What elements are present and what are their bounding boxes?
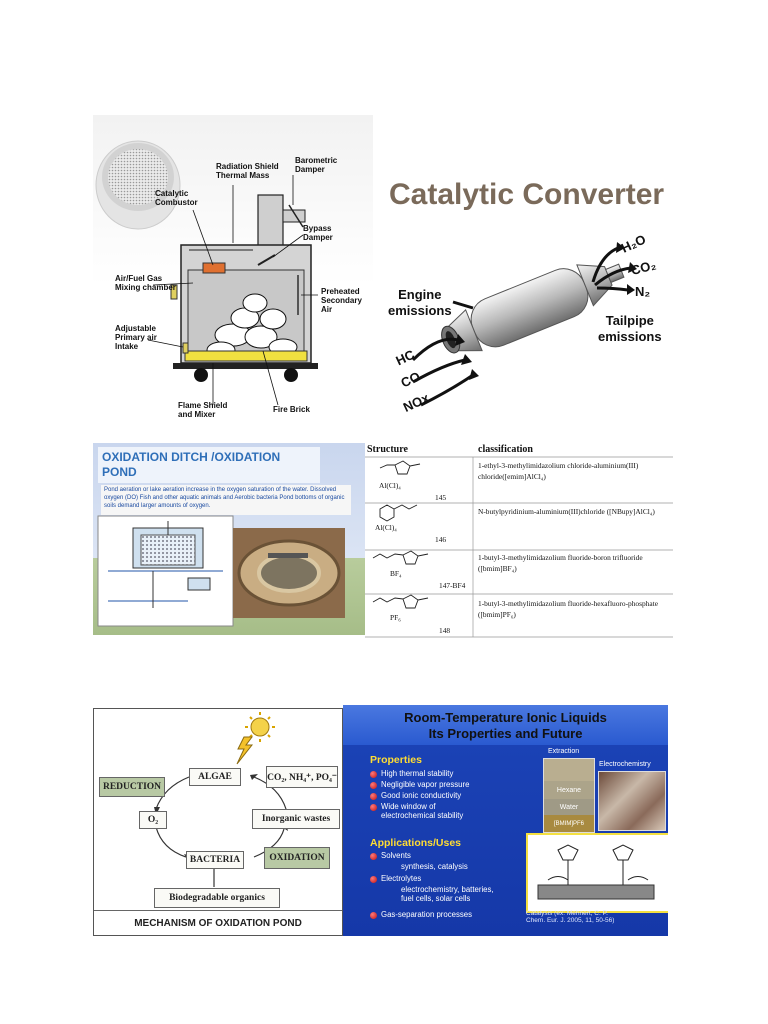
label-barometric-damper: Barometric Damper [295, 156, 338, 174]
classification-147: 1-butyl-3-methylimidazolium fluoride-bor… [478, 553, 643, 574]
extraction-vial: Hexane Water [BMIM]PF6 [543, 758, 595, 833]
biodegradable-box: Biodegradable organics [154, 888, 280, 908]
application-sub: electrochemistry, batteries, fuel cells,… [401, 885, 494, 903]
wood-stove-diagram: Catalytic Combustor Radiation Shield The… [93, 115, 373, 425]
application-item: Solvents [381, 851, 411, 860]
reduction-box: REDUCTION [99, 777, 165, 797]
classification-146: N-butylpyridinium-aluminium(III)chloride… [478, 507, 655, 516]
bullet-icon [370, 782, 377, 789]
label-preheated-air: Preheated Secondary Air [321, 287, 362, 314]
water-layer: Water [544, 799, 594, 815]
converter-drawing [411, 242, 637, 407]
label-adjustable-intake: Adjustable Primary air Intake [115, 324, 157, 351]
table-header-classification: classification [478, 444, 533, 455]
label-radiation-shield: Radiation Shield Thermal Mass [216, 162, 279, 180]
electrochemistry-photo [598, 771, 666, 831]
compound-148: 148 [439, 626, 451, 635]
anion-145: Al(Cl)₄ [379, 481, 401, 490]
catalysis-caption: Catalysis (ex: Mehnert, C. P. Chem. Eur.… [526, 910, 615, 925]
label-air-fuel: Air/Fuel Gas Mixing chamber [115, 274, 176, 292]
label-fire-brick: Fire Brick [273, 405, 310, 414]
classification-145: 1-ethyl-3-methylimidazolium chloride-alu… [478, 461, 639, 482]
compound-146: 146 [435, 535, 447, 544]
engine-emissions-label: Engine emissions [388, 287, 452, 319]
sun-icon [236, 712, 275, 765]
slide-title-band [343, 705, 668, 745]
catalysis-drawing [537, 844, 655, 900]
tailpipe-emissions-label: Tailpipe emissions [598, 313, 662, 345]
compound-145: 145 [435, 493, 447, 502]
bacteria-box: BACTERIA [186, 851, 244, 869]
classification-148: 1-butyl-3-methylimidazolium fluoride-hex… [478, 599, 658, 620]
mechanism-caption: MECHANISM OF OXIDATION POND [94, 910, 342, 935]
application-item: Electrolytes [381, 874, 422, 883]
property-item: Good ionic conductivity [381, 791, 462, 800]
hexane-layer: Hexane [544, 781, 594, 799]
properties-heading: Properties [370, 754, 422, 766]
catalytic-converter-panel: Catalytic Converter [373, 160, 673, 425]
oxidation-ditch-text: Pond aeration or lake aeration increase … [101, 485, 351, 515]
inorganic-wastes-box: Inorganic wastes [252, 809, 340, 829]
property-item: Negligible vapor pressure [381, 780, 470, 789]
oxidation-ditch-panel: OXIDATION DITCH /OXIDATION POND Pond aer… [93, 443, 365, 635]
table-header-structure: Structure [367, 444, 408, 455]
algae-box: ALGAE [189, 768, 241, 786]
compound-147: 147-BF4 [439, 581, 466, 590]
bullet-icon [370, 876, 377, 883]
trickling-filter-diagram [97, 515, 345, 627]
bullet-icon [370, 853, 377, 860]
extraction-label: Extraction [548, 748, 580, 755]
label-bypass-damper: Bypass Damper [303, 224, 333, 242]
label-flame-shield: Flame Shield and Mixer [178, 401, 228, 419]
bmim-layer: [BMIM]PF6 [544, 815, 594, 832]
ionic-liquids-slide: Room-Temperature Ionic Liquids Its Prope… [343, 705, 668, 936]
o2-box: O₂ [139, 811, 167, 829]
bullet-icon [370, 912, 377, 919]
application-item: Gas-separation processes [381, 910, 473, 919]
bullet-icon [370, 804, 377, 811]
bullet-icon [370, 793, 377, 800]
electrochemistry-label: Electrochemistry [599, 761, 651, 768]
oxidation-box: OXIDATION [264, 847, 330, 869]
label-catalytic-combustor: Catalytic Combustor [155, 189, 198, 207]
gases-box: CO₂, NH₄⁺, PO₄⁻ [266, 766, 338, 788]
oxidation-ditch-title: OXIDATION DITCH /OXIDATION POND [98, 447, 320, 483]
property-item: High thermal stability [381, 769, 454, 778]
application-sub: synthesis, catalysis [401, 862, 468, 871]
applications-heading: Applications/Uses [370, 837, 462, 849]
anion-147: BF₄ [390, 569, 402, 578]
anion-146: Al(Cl)₄ [375, 523, 397, 532]
bullet-icon [370, 771, 377, 778]
ionic-liquid-table: Structure classification Al(Cl)₄ 145 Al(… [365, 440, 673, 638]
property-item: Wide window of electrochemical stability [381, 802, 464, 820]
oxidation-pond-mechanism: ALGAE CO₂, NH₄⁺, PO₄⁻ REDUCTION O₂ Inorg… [93, 708, 343, 936]
catalysis-image [526, 833, 668, 913]
slide-subtitle: Its Properties and Future [428, 726, 583, 741]
output-n2: N₂ [635, 284, 651, 299]
stove-drawing [95, 140, 318, 406]
table-grid [365, 456, 673, 638]
slide-title: Room-Temperature Ionic Liquids [404, 710, 607, 725]
anion-148: PF₆ [390, 613, 401, 622]
catalytic-converter-title: Catalytic Converter [389, 178, 665, 211]
